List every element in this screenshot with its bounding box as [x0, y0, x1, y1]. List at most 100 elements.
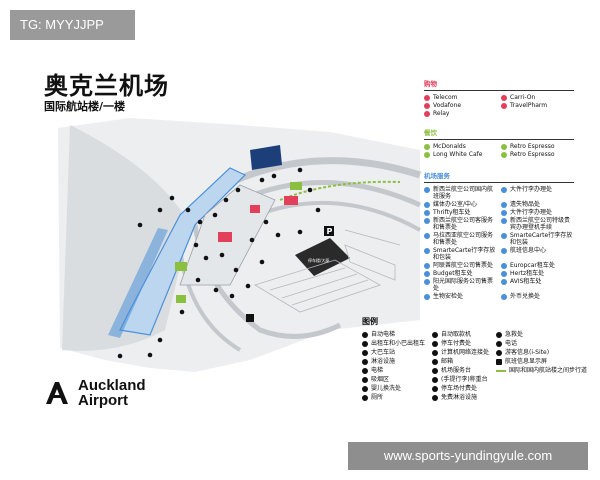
pin-icon	[501, 143, 507, 150]
cafe-item: Retro Espresso	[501, 151, 574, 158]
shop-item: Vodafone	[424, 102, 497, 109]
service-item: 航班信息中心	[501, 247, 574, 261]
service-item: 大件行李办理处	[501, 186, 574, 200]
shop-panel-header: 购物	[424, 78, 574, 91]
service-item: 阿联酋航空公司售票处	[424, 262, 497, 269]
service-item: 阳光国际服务公司售票处	[424, 278, 497, 292]
shop-item: Telecom	[424, 94, 497, 101]
legend-symbol-icon	[432, 394, 438, 401]
legend-item: 游客信息(i-Site)	[496, 349, 564, 356]
shop-item: Relay	[424, 110, 497, 117]
legend-item: 自动电梯	[362, 331, 430, 338]
legend-symbol-icon	[432, 385, 438, 392]
parking-building	[295, 238, 350, 276]
legend-item: 厕所	[362, 394, 430, 401]
shop-marker	[250, 205, 260, 213]
shop-panel: 购物 Telecom Carri-On Vodafone TravelPharm…	[424, 78, 574, 117]
legend-symbol-icon	[362, 376, 368, 383]
pin-icon	[501, 94, 507, 101]
legend-symbol-icon	[362, 349, 368, 356]
legend-item	[496, 394, 564, 401]
legend-item: 淋浴设施	[362, 358, 430, 365]
legend-symbol-icon	[496, 340, 502, 347]
pin-icon	[501, 151, 507, 158]
legend-item: 计算机网络连接处	[432, 349, 494, 356]
legend-symbol-icon	[362, 358, 368, 365]
legend-item: 停车付费处	[432, 340, 494, 347]
services-panel-header: 机场服务	[424, 170, 574, 183]
service-item: 新西兰航空公司国内航班服务	[424, 186, 497, 200]
pin-icon	[501, 102, 507, 109]
pin-icon	[424, 94, 430, 101]
pin-icon	[501, 209, 507, 216]
pin-icon	[424, 151, 430, 158]
legend-item: 电话	[496, 340, 564, 347]
legend-item: (手提行李)称重台	[432, 376, 494, 383]
cafe-marker	[176, 295, 186, 303]
shop-item: TravelPharm	[501, 102, 574, 109]
service-item: 遗失物品处	[501, 201, 574, 208]
pin-icon	[424, 217, 430, 224]
service-item: 新西兰航空公司客服务和售票处	[424, 217, 497, 231]
legend-symbol-icon	[496, 358, 502, 365]
service-item: 新西兰航空公司特级贵宾办理登机手续	[501, 217, 574, 231]
legend-symbol-icon	[432, 358, 438, 365]
shop-item: Carri-On	[501, 94, 574, 101]
legend-item: 急救处	[496, 331, 564, 338]
pin-icon	[424, 143, 430, 150]
parking-lots	[254, 229, 401, 313]
legend-item	[496, 376, 564, 383]
cafe-marker	[175, 262, 187, 271]
service-item: Europcar租车处	[501, 262, 574, 269]
service-item: 马拉西亚航空公司服务和售票处	[424, 232, 497, 246]
pin-icon	[501, 293, 507, 300]
terminal-concourse	[108, 228, 168, 338]
service-item: SmarteCarte行李存放和包装	[424, 247, 497, 261]
logo-text: Auckland Airport	[78, 377, 146, 409]
walkway-line-icon	[496, 369, 506, 372]
service-item: Thrifty租车处	[424, 209, 497, 216]
legend-item: 出租车和小巴出租车	[362, 340, 430, 347]
service-item: 外币兑换处	[501, 293, 574, 300]
cafe-item: McDonalds	[424, 143, 497, 150]
shop-marker	[284, 196, 298, 205]
legend-item: 大巴车站	[362, 349, 430, 356]
legend-item: 国际和国内航站楼之间步行道	[496, 367, 587, 374]
cafe-item: Long White Cafe	[424, 151, 497, 158]
pin-icon	[424, 209, 430, 216]
pin-icon	[501, 270, 507, 277]
pin-icon	[501, 186, 507, 193]
parking-sign-label: P	[327, 227, 333, 236]
cafe-item: Retro Espresso	[501, 143, 574, 150]
legend-item: 航班信息显示屏	[496, 358, 564, 365]
legend-item: 婴儿换洗处	[362, 385, 430, 392]
pin-icon	[424, 201, 430, 208]
service-item: Hertz租车处	[501, 270, 574, 277]
parking-building-label: 停车楼/大厦	[308, 257, 329, 263]
pin-icon	[424, 247, 430, 254]
shop-marker	[218, 232, 232, 242]
pin-icon	[424, 232, 430, 239]
pin-icon	[424, 110, 430, 117]
legend-symbol-icon	[432, 376, 438, 383]
service-item: AVIS租车处	[501, 278, 574, 292]
legend-item: 电梯	[362, 367, 430, 374]
legend-item: 邮箱	[432, 358, 494, 365]
pin-icon	[424, 186, 430, 193]
map-legend: 图例 自动电梯自动取款机急救处出租车和小巴出租车停车付费处电话大巴车站计算机网络…	[362, 316, 587, 401]
legend-grid: 自动电梯自动取款机急救处出租车和小巴出租车停车付费处电话大巴车站计算机网络连接处…	[362, 331, 587, 401]
legend-item: 免费淋浴设施	[432, 394, 494, 401]
legend-symbol-icon	[362, 385, 368, 392]
pin-icon	[501, 262, 507, 269]
legend-item: 机场服务台	[432, 367, 494, 374]
pin-icon	[501, 201, 507, 208]
map-title: 奥克兰机场	[44, 72, 169, 100]
service-item: Budget租车处	[424, 270, 497, 277]
legend-item: 停车场付费处	[432, 385, 494, 392]
legend-item	[496, 385, 564, 392]
pin-icon	[501, 278, 507, 285]
legend-symbol-icon	[432, 331, 438, 338]
pin-icon	[424, 270, 430, 277]
legend-symbol-icon	[496, 349, 502, 356]
